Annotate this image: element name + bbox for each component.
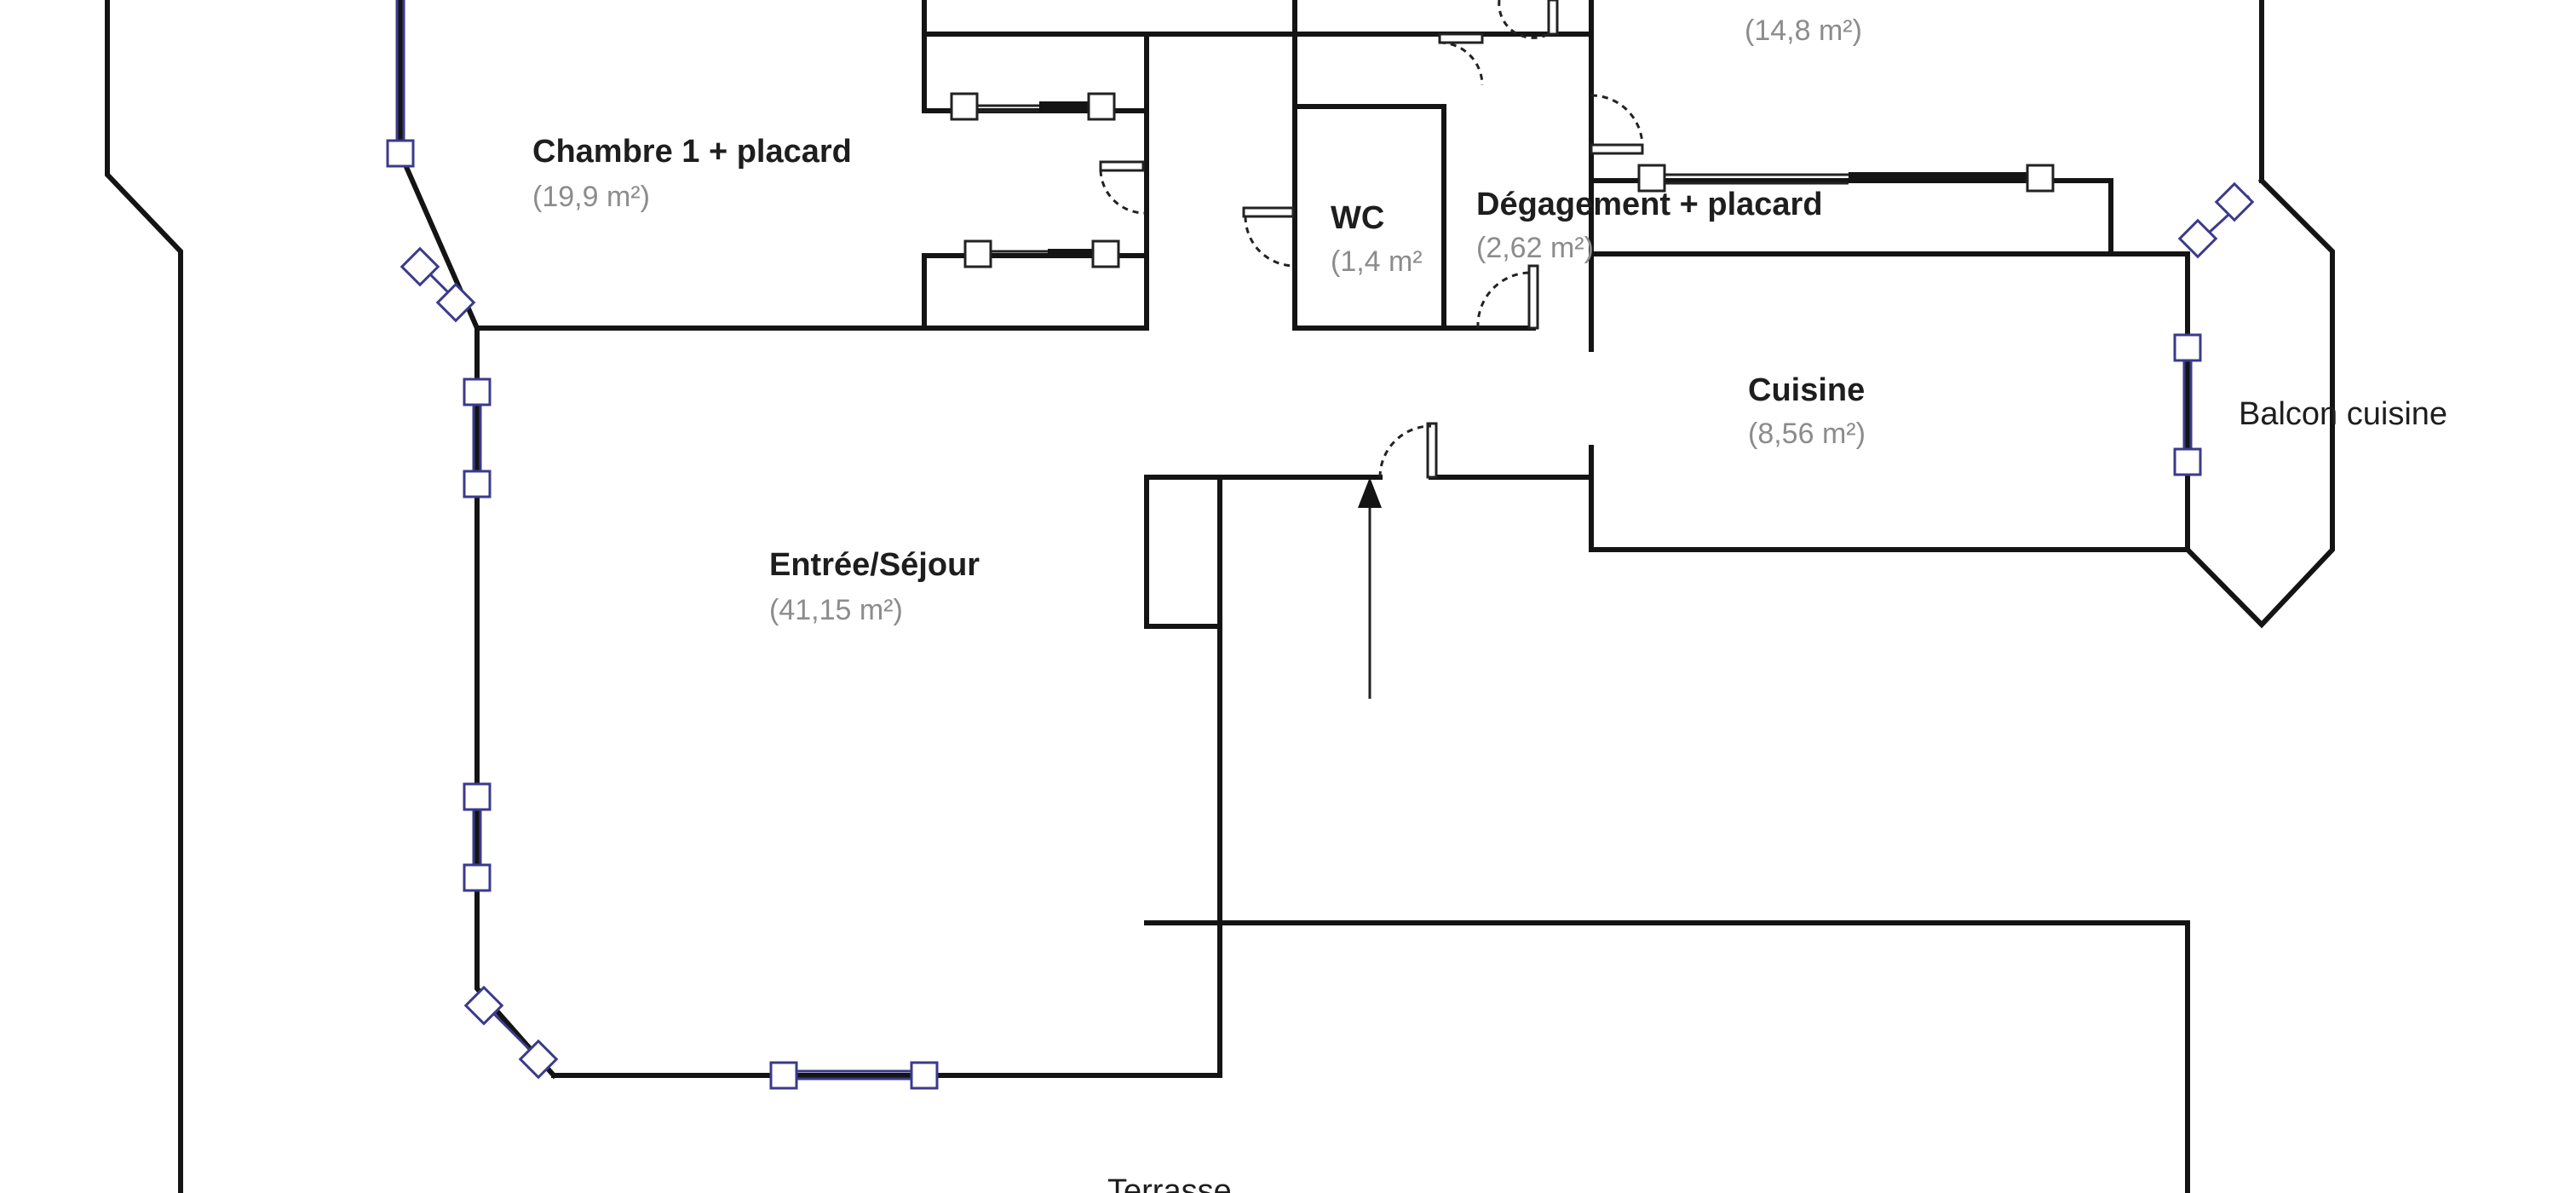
room-area-cuisine: (8,56 m²) (1748, 418, 1866, 450)
door-arc (1590, 94, 1644, 146)
closet-marker (2026, 164, 2055, 193)
window-marker (463, 470, 492, 499)
window-marker (463, 377, 492, 406)
entry-arrow (1358, 477, 1382, 699)
placard-top-wall (922, 32, 1149, 113)
closet-doors (950, 92, 2055, 268)
window-marker (400, 246, 440, 287)
window-marker (435, 282, 476, 323)
terrasse-wall (1144, 920, 2190, 1193)
door-leaf (1426, 422, 1438, 479)
cuisine-wall (1589, 251, 2190, 552)
balcon-label: Balcon cuisine (2239, 396, 2447, 432)
room-area-top-right: (14,8 m²) (1745, 14, 1862, 47)
room-area-degagement: (2,62 m²) (1476, 232, 1594, 264)
closet-marker (1087, 92, 1116, 121)
window-marker (518, 1039, 559, 1080)
chambre1-wall (398, 0, 1149, 331)
window-marker (2214, 182, 2255, 222)
wc-walls (1292, 32, 1451, 331)
room-name-cuisine: Cuisine (1748, 372, 1865, 408)
room-area-chambre1: (19,9 m²) (532, 181, 650, 213)
door-leaf (1099, 160, 1145, 172)
door-arc (1498, 0, 1550, 39)
closet-marker (1091, 239, 1120, 268)
outer-wall-left (105, 0, 183, 1193)
door-leaf (1590, 143, 1644, 155)
door-leaf (1438, 32, 1484, 44)
room-name-wc: WC (1331, 200, 1384, 236)
window-marker (769, 1061, 798, 1090)
door-leaf (1527, 264, 1539, 330)
closet-marker (963, 239, 992, 268)
window-marker (2177, 218, 2218, 259)
window-marker (386, 139, 415, 168)
window-marker (463, 985, 504, 1026)
window-marker (2173, 447, 2202, 476)
door-arc (1099, 170, 1146, 215)
window-marker (463, 782, 492, 811)
window-marker (2173, 333, 2202, 362)
windows (386, 0, 2255, 1090)
room-name-sejour: Entrée/Séjour (769, 547, 980, 583)
door-arc (1244, 216, 1296, 268)
doors (1099, 0, 1644, 479)
door-leaf (1547, 0, 1559, 36)
walls (105, 0, 2335, 1193)
closet-marker (1637, 164, 1666, 193)
upper-right-room-wall (1589, 178, 2113, 256)
sejour-left-wall (474, 326, 558, 1080)
room-area-sejour: (41,15 m²) (769, 594, 903, 626)
room-name-chambre1: Chambre 1 + placard (532, 134, 852, 170)
door-arc (1378, 424, 1432, 478)
door-arc (1439, 41, 1484, 86)
room-labels: Chambre 1 + placard (19,9 m²) WC (1,4 m²… (532, 14, 2447, 1193)
window-marker (910, 1061, 939, 1090)
room-name-degagement: Dégagement + placard (1476, 187, 1823, 222)
door-arc (1476, 271, 1530, 329)
terrasse-label: Terrasse (1107, 1173, 1232, 1193)
closet-wall (1144, 475, 1222, 629)
room-area-wc: (1,4 m² (1331, 245, 1423, 278)
closet-marker (950, 92, 979, 121)
balcon-wall (2183, 176, 2335, 629)
door-leaf (1242, 206, 1295, 218)
window-marker (463, 863, 492, 892)
